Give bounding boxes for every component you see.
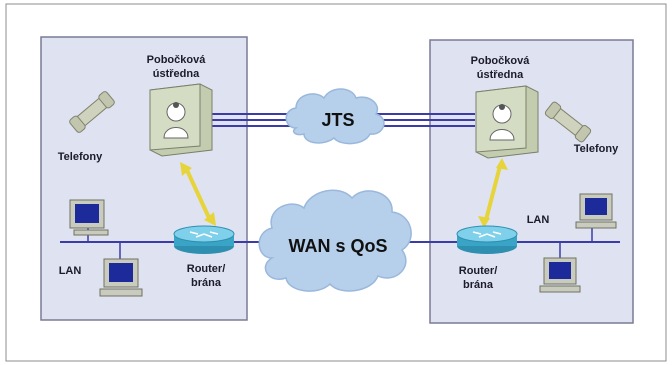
right-lan-label: LAN: [527, 214, 550, 226]
pstn-cloud-label: JTS: [321, 110, 354, 130]
right-computer-icon-top: [575, 193, 617, 229]
left-phone-icon: [69, 91, 115, 133]
diagram-frame: [5, 3, 667, 362]
right-signal-arrow: [484, 165, 502, 221]
left-pbx-icon: [149, 83, 213, 157]
right-signal-arrow-head-bottom: [478, 216, 490, 228]
left-router-label-line2: brána: [191, 277, 222, 289]
right-phone-icon: [544, 101, 592, 143]
right-pbx-label: Pobočková ústředna: [471, 55, 531, 81]
left-site-panel: [40, 36, 248, 321]
wan-cloud-icon: [258, 189, 412, 292]
left-phones-label: Telefony: [58, 151, 103, 163]
right-site-panel: [429, 39, 634, 324]
right-pbx-label-line1: Pobočková: [471, 55, 531, 67]
left-computer-icon-bottom: [99, 258, 143, 297]
left-pbx-label-line1: Pobočková: [147, 54, 207, 66]
left-signal-arrow: [184, 167, 212, 221]
left-signal-arrow-head-top: [180, 162, 192, 176]
wan-cloud-label: WAN s QoS: [288, 236, 387, 256]
pstn-cloud-icon: [285, 88, 385, 145]
right-router-label-line1: Router/: [459, 265, 498, 277]
pstn-trunk-lines: [212, 113, 475, 127]
left-pbx-label-line2: ústředna: [153, 68, 200, 80]
right-pbx-icon: [475, 85, 539, 159]
right-router-icon: [456, 225, 518, 254]
right-pbx-label-line2: ústředna: [477, 69, 524, 81]
left-lan-label: LAN: [59, 265, 82, 277]
left-router-icon: [173, 225, 235, 254]
right-router-label-line2: brána: [463, 279, 494, 291]
left-router-label-line1: Router/: [187, 263, 226, 275]
right-signal-arrow-head-top: [496, 158, 508, 170]
left-pbx-label: Pobočková ústředna: [147, 54, 207, 80]
left-computer-icon-top: [69, 199, 109, 236]
right-phones-label: Telefony: [574, 143, 619, 155]
left-signal-arrow-head-bottom: [204, 212, 216, 226]
right-computer-icon-bottom: [539, 257, 581, 293]
